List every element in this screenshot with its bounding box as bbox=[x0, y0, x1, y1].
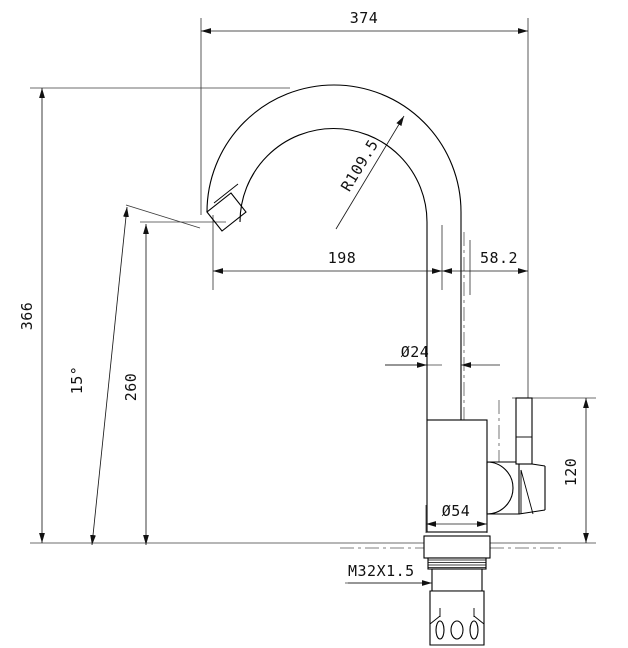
hose-opening-center bbox=[450, 620, 464, 640]
faucet-body-geometry bbox=[206, 84, 546, 646]
dimension-overall-width-label: 374 bbox=[350, 9, 379, 27]
dimension-overall-height: 366 bbox=[18, 88, 45, 543]
dimension-spout-tip-angle: 15° bbox=[68, 206, 129, 546]
dimension-overall-height-label: 366 bbox=[18, 302, 36, 331]
callout-thread-spec-label: M32X1.5 bbox=[348, 562, 415, 580]
dimension-overall-width: 374 bbox=[201, 9, 528, 34]
lever-handle bbox=[515, 397, 533, 465]
dimension-spout-tip-angle-label: 15° bbox=[68, 366, 86, 395]
dimension-spout-offset-label: 58.2 bbox=[480, 249, 518, 267]
dimension-spout-reach: 198 bbox=[213, 249, 442, 274]
mounting-flange bbox=[423, 535, 491, 559]
dimension-column-diameter: Ø24 bbox=[385, 343, 500, 368]
thread-hatching bbox=[428, 559, 486, 568]
valve-body bbox=[426, 419, 488, 533]
dimension-spout-height-label: 260 bbox=[122, 373, 140, 402]
hose-opening-right bbox=[469, 620, 479, 640]
thread-minor-body bbox=[431, 568, 483, 592]
dimension-spout-height: 260 bbox=[122, 224, 149, 545]
dimension-spout-offset: 58.2 bbox=[442, 249, 528, 274]
dimension-spout-reach-label: 198 bbox=[328, 249, 357, 267]
dimension-body-diameter: Ø54 bbox=[426, 502, 487, 527]
dimension-handle-height-label: 120 bbox=[562, 458, 580, 487]
callout-thread-spec: M32X1.5 bbox=[348, 562, 432, 586]
dimension-body-diameter-label: Ø54 bbox=[442, 502, 471, 520]
hose-opening-left bbox=[435, 620, 445, 640]
dimension-column-diameter-label: Ø24 bbox=[401, 343, 430, 361]
spout-aerator bbox=[206, 192, 247, 232]
dimension-handle-height: 120 bbox=[562, 398, 589, 543]
